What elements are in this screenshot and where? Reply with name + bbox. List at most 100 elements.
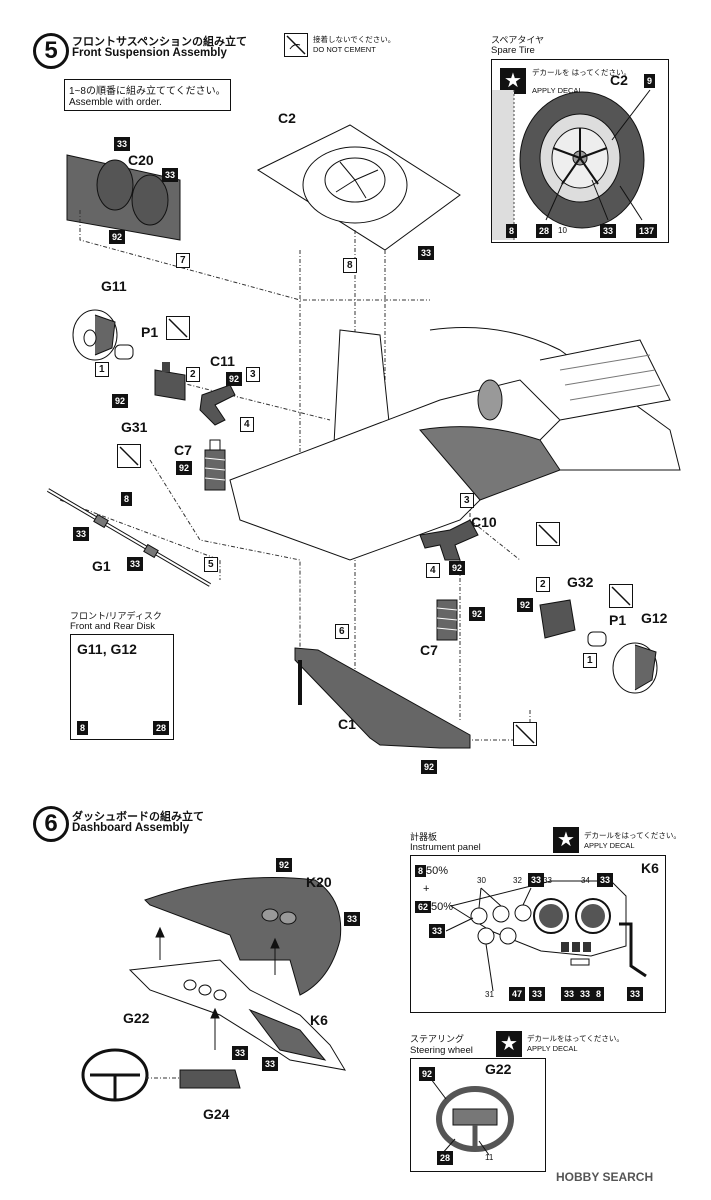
no-cement-icon-g31	[117, 444, 141, 468]
part-label-g12: G12	[641, 610, 668, 626]
c10-callout-92: 92	[449, 561, 466, 575]
mix-a-code: 8	[415, 865, 427, 877]
spare-tire-drawing	[492, 89, 651, 240]
instrument-decal-en: APPLY DECAL	[584, 841, 635, 850]
inst-callout-33c: 33	[597, 873, 614, 887]
part-label-c20: C20	[128, 152, 154, 168]
inst-callout-47: 47	[509, 987, 526, 1001]
part-label-c10: C10	[471, 514, 497, 530]
part-label-g11: G11	[101, 278, 127, 294]
step-6-title-jp: ダッシュボードの組み立て	[72, 811, 204, 823]
no-cement-icon	[284, 33, 308, 57]
g32-callout-92: 92	[517, 598, 534, 612]
g1-callout-8: 8	[121, 492, 133, 506]
c7-callout-92-right: 92	[469, 607, 486, 621]
step-3-marker-left: 3	[246, 367, 260, 382]
callout-137: 137	[636, 224, 658, 238]
c2-callout-33: 33	[418, 246, 435, 260]
steering-decal-jp: デカールをはってください。	[527, 1034, 624, 1043]
part-label-g31: G31	[121, 419, 148, 435]
c20-callout-33a: 33	[114, 137, 131, 151]
inst-callout-31: 31	[485, 990, 494, 999]
watermark: HOBBY SEARCH	[556, 1170, 654, 1184]
part-label-g22: G22	[123, 1010, 150, 1026]
g1-callout-33a: 33	[73, 527, 90, 541]
callout-28: 28	[536, 224, 553, 238]
disk-callout-28: 28	[153, 721, 170, 735]
steering-panel: G22 92 28 11	[410, 1058, 546, 1172]
inst-callout-33f: 33	[577, 987, 594, 1001]
no-cement-icon-p1	[166, 316, 190, 340]
part-label-p1: P1	[141, 324, 159, 340]
inst-callout-33a: 33	[528, 873, 545, 887]
step-7-marker: 7	[176, 253, 190, 268]
part-label-c7-left: C7	[174, 442, 192, 458]
step-4-marker-right: 4	[426, 563, 440, 578]
mix-plus: +	[423, 883, 430, 895]
step-5-badge: 5	[33, 33, 69, 69]
instrument-title-jp: 計器板	[410, 832, 438, 842]
mix-b-pct: 50%	[431, 901, 454, 913]
inst-callout-33b: 33	[543, 876, 552, 885]
step-2-marker-right: 2	[536, 577, 550, 592]
mix-b-code: 62	[415, 901, 432, 913]
part-label-c1: C1	[338, 716, 356, 732]
step-8-marker: 8	[343, 258, 357, 273]
order-note-en: Assemble with order.	[69, 97, 162, 108]
no-cement-en: DO NOT CEMENT	[313, 45, 376, 54]
decal-star-icon: ★	[500, 68, 526, 94]
steering-callout-11: 11	[485, 1153, 494, 1162]
spare-tire-panel: ★ デカールを はってください。 APPLY DECAL C2 9 8 28 1…	[491, 59, 669, 243]
steering-callout-28: 28	[437, 1151, 454, 1165]
inst-callout-8: 8	[593, 987, 605, 1001]
inst-callout-34: 34	[581, 876, 590, 885]
c7-callout-92-left: 92	[176, 461, 193, 475]
steering-title-en: Steering wheel	[410, 1045, 473, 1056]
no-cement-icon-g32	[609, 584, 633, 608]
step-5-title-jp: フロントサスペンションの組み立て	[72, 36, 248, 48]
inst-callout-33g: 33	[627, 987, 644, 1001]
no-cement-jp: 接着しないでください。	[313, 35, 396, 44]
c1-callout-92: 92	[421, 760, 438, 774]
instrument-part-k6: K6	[641, 860, 659, 876]
c20-callout-33b: 33	[162, 168, 179, 182]
callout-10: 10	[558, 226, 567, 235]
part-label-c11: C11	[210, 353, 235, 369]
disk-panel: G11, G12 8 28	[70, 634, 174, 740]
instrument-drawing	[445, 880, 647, 992]
part-label-g32: G32	[567, 574, 594, 590]
disk-callout-8: 8	[77, 721, 89, 735]
inst-callout-33e: 33	[561, 987, 578, 1001]
no-cement-icon-c1	[513, 722, 537, 746]
inst-callout-30: 30	[477, 876, 486, 885]
part-label-p1-right: P1	[609, 612, 627, 628]
step-6-marker: 6	[335, 624, 349, 639]
inst-callout-33-left: 33	[429, 924, 446, 938]
part-label-g1: G1	[92, 558, 111, 574]
steering-decal-en: APPLY DECAL	[527, 1044, 578, 1053]
step-6-badge: 6	[33, 806, 69, 842]
steering-drawing	[430, 1078, 514, 1156]
spare-tire-title-jp: スペアタイヤ	[491, 35, 545, 45]
c11-callout-92: 92	[226, 372, 243, 386]
spare-decal-en: APPLY DECAL	[532, 86, 583, 95]
disk-parts-label: G11, G12	[77, 641, 137, 657]
instrument-decal-star-icon: ★	[553, 827, 579, 853]
step-1-marker-left: 1	[95, 362, 109, 377]
callout-8: 8	[506, 224, 518, 238]
g24-callout-33: 33	[232, 1046, 249, 1060]
step-4-marker-left: 4	[240, 417, 254, 432]
step-5-title-en: Front Suspension Assembly	[72, 47, 227, 59]
inst-callout-32: 32	[513, 876, 522, 885]
g1-callout-33b: 33	[127, 557, 144, 571]
k20-callout-33: 33	[344, 912, 361, 926]
spare-tire-title-en: Spare Tire	[491, 45, 535, 56]
inst-callout-33d: 33	[529, 987, 546, 1001]
instrument-decal-jp: デカールをはってください。	[584, 831, 681, 840]
part-label-c2: C2	[278, 110, 296, 126]
steering-title-jp: ステアリング	[410, 1034, 465, 1044]
steering-part-g22: G22	[485, 1061, 512, 1077]
g31-callout-92: 92	[112, 394, 129, 408]
